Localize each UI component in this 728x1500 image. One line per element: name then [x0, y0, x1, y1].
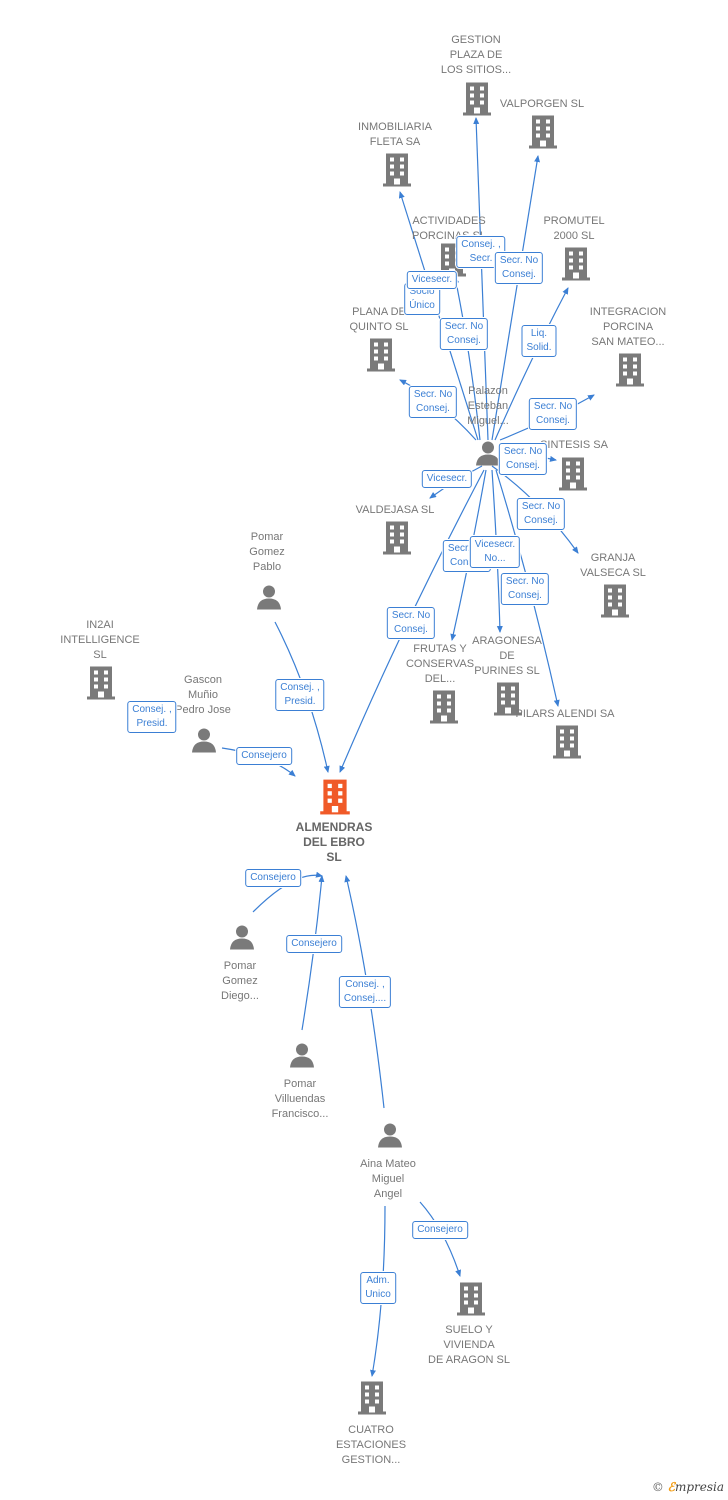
edge-palazon-inmobiliaria [398, 191, 479, 441]
building-icon[interactable] [559, 456, 587, 497]
main-company-building-icon[interactable] [320, 778, 350, 821]
person-icon[interactable] [289, 1042, 315, 1073]
edge-palazon-actividades [453, 276, 481, 441]
copyright-brand[interactable]: © ℰmpresia [652, 1480, 724, 1494]
edge-label[interactable]: Consej. , Presid. [127, 701, 177, 733]
edge-palazon-gestion [473, 117, 489, 441]
node-label-promutel[interactable]: PROMUTEL 2000 SL [543, 215, 605, 242]
building-icon[interactable] [553, 724, 581, 765]
person-icon[interactable] [191, 727, 217, 758]
brand-logo: ℰmpresia [667, 1480, 724, 1494]
edge-label[interactable]: Secr. No Consej. [528, 398, 578, 430]
node-label-frutas-conservas[interactable]: FRUTAS Y CONSERVAS DEL... [405, 643, 475, 685]
edge-label[interactable]: Vicesecr. No... [469, 536, 521, 568]
node-label-sintesis[interactable]: SINTESIS SA [540, 439, 608, 451]
node-label-valdejasa[interactable]: VALDEJASA SL [355, 504, 435, 516]
building-icon[interactable] [463, 81, 491, 122]
building-icon[interactable] [383, 152, 411, 193]
building-icon[interactable] [87, 665, 115, 706]
node-label-integracion-porcina[interactable]: INTEGRACION PORCINA SAN MATEO... [589, 306, 667, 348]
node-label-pomar-diego[interactable]: Pomar Gomez Diego... [221, 960, 259, 1002]
edge-label[interactable]: Vicesecr. [421, 470, 473, 488]
edge-label[interactable]: Consej. , Presid. [275, 679, 325, 711]
edge-label[interactable]: Consej. , Consej.... [338, 976, 392, 1008]
person-icon[interactable] [377, 1122, 403, 1153]
node-label-inmobiliaria-fleta[interactable]: INMOBILIARIA FLETA SA [358, 121, 432, 148]
node-label-pomar-francisco[interactable]: Pomar Villuendas Francisco... [271, 1078, 329, 1120]
building-icon[interactable] [562, 246, 590, 287]
node-label-gascon[interactable]: Gascon Muñio Pedro Jose [175, 674, 231, 716]
building-icon[interactable] [430, 689, 458, 730]
building-icon[interactable] [601, 583, 629, 624]
edge-aina-suelo [419, 1201, 461, 1277]
edge-label[interactable]: Secr. No Consej. [408, 386, 458, 418]
edge-label[interactable]: Liq. Solid. [521, 325, 557, 357]
building-icon[interactable] [616, 352, 644, 393]
edge-palazon-valporgen [491, 155, 541, 441]
edge-palazon-promutel [494, 287, 569, 441]
node-label-plana-quinto[interactable]: PLANA DE QUINTO SL [349, 306, 409, 333]
edge-label[interactable]: Vicesecr. [406, 271, 458, 289]
main-company-label[interactable]: ALMENDRAS DEL EBRO SL [295, 820, 373, 864]
building-icon[interactable] [367, 337, 395, 378]
edge-label[interactable]: Consejero [245, 869, 301, 887]
node-label-pomar-pablo[interactable]: Pomar Gomez Pablo [249, 531, 285, 573]
node-label-granja-valseca[interactable]: GRANJA VALSECA SL [580, 552, 646, 579]
node-label-aina-mateo[interactable]: Aina Mateo Miguel Angel [360, 1158, 416, 1200]
building-icon[interactable] [383, 520, 411, 561]
building-icon[interactable] [494, 681, 522, 722]
copyright-symbol: © [651, 1480, 664, 1494]
node-label-cuatro-estaciones[interactable]: CUATRO ESTACIONES GESTION... [335, 1424, 407, 1466]
node-label-in2ai[interactable]: IN2AI INTELLIGENCE SL [60, 619, 140, 661]
edge-label[interactable]: Consejero [412, 1221, 468, 1239]
building-icon[interactable] [457, 1281, 485, 1322]
edge-label[interactable]: Secr. No Consej. [516, 498, 566, 530]
node-label-palazon[interactable]: Palazon Esteban Miguel... [467, 385, 509, 427]
edge-label[interactable]: Secr. No Consej. [439, 318, 489, 350]
edge-francisco-almendras [301, 875, 325, 1031]
building-icon[interactable] [529, 114, 557, 155]
building-icon[interactable] [358, 1380, 386, 1421]
node-label-suelo-vivienda[interactable]: SUELO Y VIVIENDA DE ARAGON SL [428, 1324, 510, 1366]
node-label-aragonesa-purines[interactable]: ARAGONESA DE PURINES SL [472, 635, 542, 677]
edge-label[interactable]: Consejero [286, 935, 342, 953]
edge-label[interactable]: Secr. No Consej. [386, 607, 436, 639]
node-label-gestion-plaza[interactable]: GESTION PLAZA DE LOS SITIOS... [440, 34, 512, 76]
edge-label[interactable]: Secr. No Consej. [494, 252, 544, 284]
edge-label[interactable]: Adm. Unico [360, 1272, 396, 1304]
edge-label[interactable]: Secr. No Consej. [498, 443, 548, 475]
edge-label[interactable]: Secr. No Consej. [500, 573, 550, 605]
node-label-valporgen[interactable]: VALPORGEN SL [499, 98, 585, 110]
person-icon[interactable] [256, 584, 282, 615]
node-label-alendi[interactable]: PILARS ALENDI SA [515, 708, 615, 720]
edge-label[interactable]: Consejero [236, 747, 292, 765]
person-icon[interactable] [229, 924, 255, 955]
person-icon[interactable] [475, 440, 501, 471]
